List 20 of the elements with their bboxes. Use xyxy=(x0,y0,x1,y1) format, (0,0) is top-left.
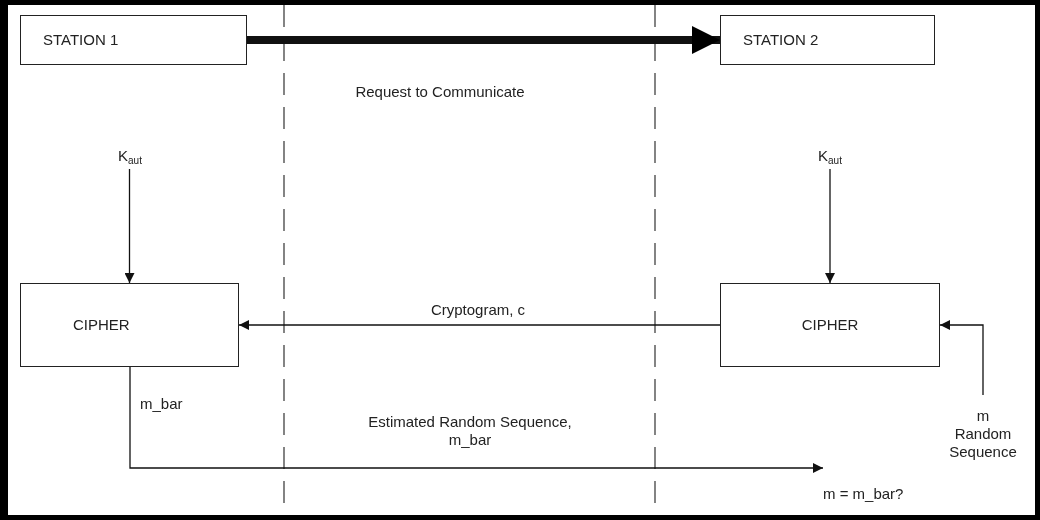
box-label: STATION 2 xyxy=(743,31,819,49)
input-label: m = m_bar? xyxy=(823,457,918,503)
box-label: m xyxy=(976,407,990,425)
arrow xyxy=(247,26,720,54)
arrow xyxy=(129,366,824,473)
process-box xyxy=(20,283,239,367)
process-box xyxy=(720,15,935,65)
arrow xyxy=(238,320,721,330)
arrow xyxy=(124,168,135,284)
process-box xyxy=(20,15,247,65)
signal-label: m_bar xyxy=(138,395,185,412)
box-label: STATION 1 xyxy=(43,31,119,49)
arrow xyxy=(825,168,835,284)
box-label: CIPHER xyxy=(73,316,130,334)
arrow xyxy=(939,320,984,396)
input-label: K$_{aut}$ xyxy=(110,145,150,169)
box-label: Random Sequence xyxy=(948,425,1018,461)
box-label: CIPHER xyxy=(801,316,859,334)
input-label: K$_{aut}$ xyxy=(810,145,850,169)
process-box xyxy=(720,283,940,367)
